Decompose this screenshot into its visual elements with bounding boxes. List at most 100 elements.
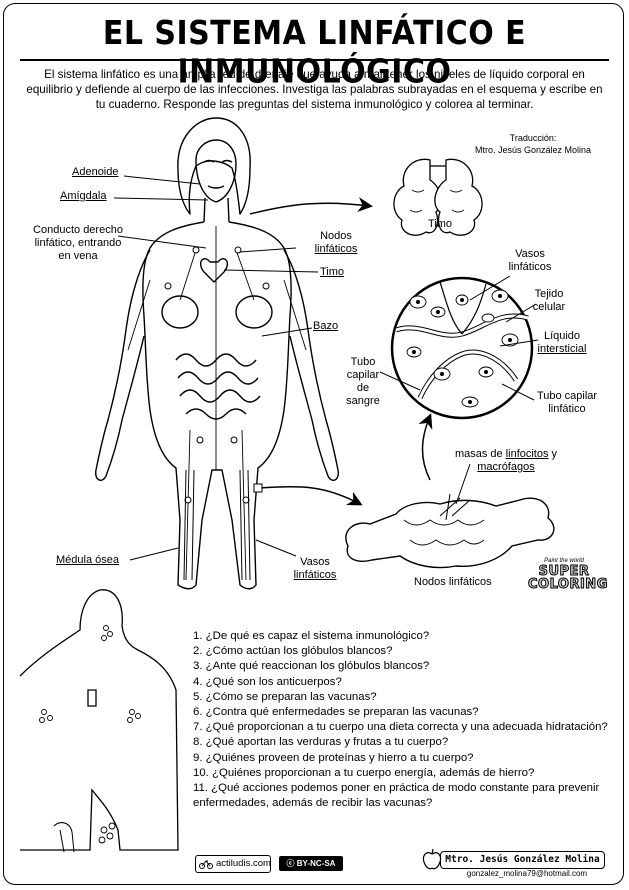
translation-label: Traducción: [509,133,557,143]
masas-y: y [548,448,558,460]
nodos-line-2: linfáticos [314,243,358,255]
question-item: 4. ¿Qué son los anticuerpos? [193,675,342,688]
figure-torso-outline [142,221,292,590]
translation-name: Mtro. Jesús González Molina [474,145,592,155]
question-item: 2. ¿Cómo actúan los glóbulos blancos? [193,645,393,658]
label-timo-text: Timo [320,266,345,278]
lymph-node-detail [345,493,555,569]
label-amigdala: Amígdala [60,190,106,203]
masas-line-1: masas de linfocitos y [446,448,566,461]
author-email: gonzalez_molina79@hotmail.com [466,869,588,878]
masas-prefix: masas de [454,448,506,460]
thymus-detail [393,158,483,236]
intro-paragraph: El sistema linfático es una amplia red d… [26,68,603,111]
question-item: 10. ¿Quiénes proporcionan a tu cuerpo en… [193,766,535,779]
question-item: 3. ¿Ante qué reaccionan los glóbulos bla… [193,660,430,673]
vasos-detail-line-1: Vasos [515,248,545,260]
label-conducto-derecho: Conducto derecho linfático, entrando en … [22,224,134,263]
tubo-sangre-line-1: Tubo [350,356,376,368]
question-item: 6. ¿Contra qué enfermedades se preparan … [193,706,479,719]
logo-line-1: SUPER [538,564,590,579]
figure-face [195,139,237,203]
label-nodos-linfaticos-detail: Nodos linfáticos [414,576,492,588]
label-vasos-linfaticos-bottom: Vasos linfáticos [280,556,350,582]
label-bazo-text: Bazo [313,320,339,332]
human-body-figure [94,117,340,590]
nodos-line-1: Nodos [320,230,352,242]
bike-icon [199,860,213,869]
masas-macrofagos: macrófagos [477,461,535,473]
figure-hair [177,117,251,215]
cc-license-badge: ⓒ BY-NC-SA [279,856,343,871]
liquido-line-1: Líquido [543,330,581,342]
question-item: 9. ¿Quiénes proveen de proteínas y hierr… [193,751,474,764]
arrow-to-thymus [249,197,373,215]
tubo-linf-line-1: Tubo capilar [536,390,598,402]
conducto-line-1: Conducto derecho [33,224,123,236]
actiludis-badge[interactable]: actiludis.com [195,855,271,873]
vasos-bottom-line-1: Vasos [300,556,330,568]
small-body-outline [19,589,179,853]
tubo-sangre-line-2: capilar [346,369,380,381]
vasos-detail-line-2: linfáticos [508,261,552,273]
label-amigdala-text: Amígdala [60,190,107,202]
question-item: 1. ¿De qué es capaz el sistema inmunológ… [193,630,430,642]
label-timo: Timo [320,266,344,279]
page-frame [3,3,624,885]
question-list: 1. ¿De qué es capaz el sistema inmunológ… [193,629,608,811]
question-item: 7. ¿Qué proporcionan a tu cuerpo una die… [193,721,608,734]
question-item: 8. ¿Qué aportan las verduras y frutas a … [193,736,449,749]
figure-left-breast [161,295,199,329]
question-item: 11. ¿Qué acciones podemos poner en práct… [193,782,600,810]
label-leader-lines [113,175,319,561]
tubo-sangre-line-3: de [356,382,370,394]
figure-lymph-vessels [127,226,307,581]
figure-right-breast [235,295,273,329]
figure-right-arm [283,249,340,481]
tissue-leader-lines [379,275,539,401]
figure-lymph-nodes [164,246,270,504]
label-adenoide: Adenoide [72,166,119,179]
masas-leader-line [455,463,471,505]
footer-credits: actiludis.com ⓒ BY-NC-SA [195,855,343,873]
label-tubo-capilar-sangre: Tubo capilar de sangre [338,356,388,408]
cc-license-text: BY-NC-SA [296,859,336,868]
label-masas-linfocitos: masas de linfocitos y macrófagos [446,448,566,474]
label-adenoide-text: Adenoide [72,166,119,178]
question-item: 5. ¿Cómo se preparan las vacunas? [193,690,377,703]
label-vasos-linfaticos-detail: Vasos linfáticos [500,248,560,274]
figure-intestines [175,353,261,420]
logo-tagline: Paint the world [544,558,584,564]
author-name-box: Mtro. Jesús González Molina [440,851,605,869]
label-timo-detail: Timo [428,218,453,230]
label-medula-text: Médula ósea [56,554,119,566]
figure-left-arm [94,249,151,481]
translation-credit: Traducción: Mtro. Jesús González Molina [468,132,598,156]
tejido-line-1: Tejido [534,288,564,300]
label-liquido-intersticial: Líquido intersticial [530,330,594,356]
figure-neck [203,197,230,223]
label-medula-osea: Médula ósea [56,554,119,567]
actiludis-link[interactable]: actiludis.com [216,858,271,869]
vasos-bottom-line-2: linfáticos [293,569,337,581]
label-tejido-celular: Tejido celular [522,288,576,314]
lymph-tissue-detail [390,276,534,420]
super-coloring-logo: Paint the world SUPER COLORING [528,558,608,602]
arrow-to-tissue [418,413,433,481]
apple-icon [422,848,442,870]
conducto-line-3: en vena [58,250,98,262]
figure-heart [200,258,228,283]
tubo-linf-line-2: linfático [548,403,586,415]
arrow-to-node [257,486,363,506]
label-tubo-capilar-linfatico: Tubo capilar linfático [526,390,608,416]
tubo-sangre-line-4: sangre [346,395,380,407]
cc-icon: ⓒ [286,859,297,868]
liquido-line-2: intersticial [537,343,587,355]
figure-leg-bones [183,469,251,581]
title-underline [20,59,609,61]
label-nodos-linfaticos: Nodos linfáticos [300,230,372,256]
conducto-line-2: linfático, entrando [34,237,122,249]
label-bazo: Bazo [313,320,338,333]
tejido-line-2: celular [532,301,566,313]
